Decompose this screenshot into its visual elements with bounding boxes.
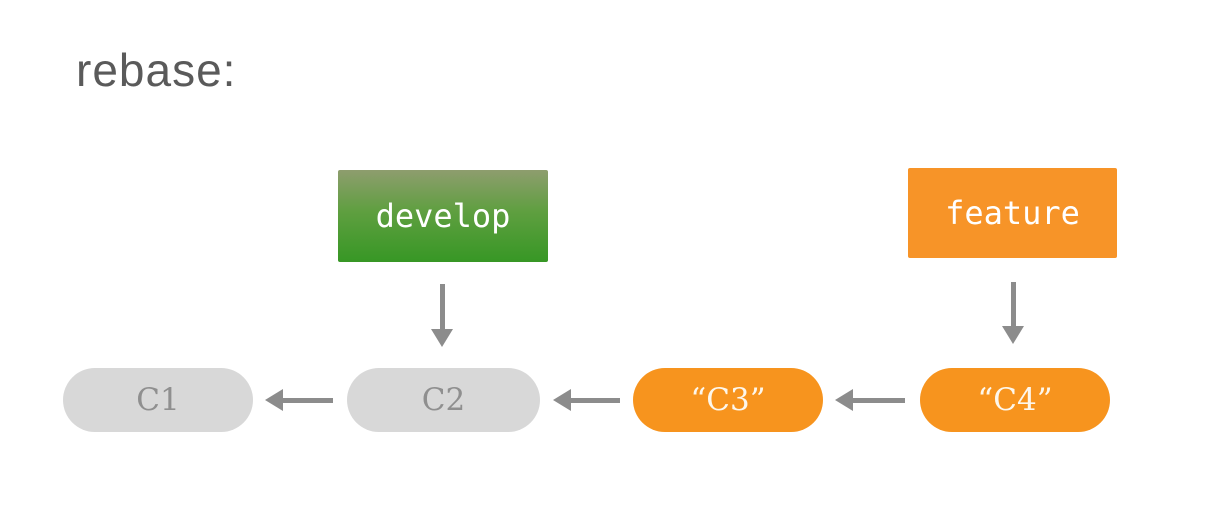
arrow-head-left-icon <box>835 389 853 411</box>
commit-c1-label: C1 <box>136 382 180 418</box>
commit-c4-label: “C4” <box>977 382 1053 418</box>
arrow-shaft <box>439 284 445 331</box>
arrow-shaft <box>280 397 333 403</box>
commit-node-c4: “C4” <box>920 368 1110 432</box>
commit-node-c2: C2 <box>347 368 540 432</box>
arrow-c2-to-c1 <box>265 389 333 411</box>
branch-feature-text: feature <box>945 194 1080 232</box>
branch-label-feature: feature <box>908 168 1117 258</box>
branch-label-develop: develop <box>338 170 548 262</box>
arrow-c4-to-c3 <box>835 389 905 411</box>
arrow-shaft <box>850 397 905 403</box>
arrow-shaft <box>568 397 620 403</box>
arrow-c3-to-c2 <box>553 389 620 411</box>
arrow-feature-to-c4 <box>1002 282 1024 344</box>
branch-develop-text: develop <box>375 197 511 235</box>
arrow-head-left-icon <box>265 389 283 411</box>
commit-node-c1: C1 <box>63 368 253 432</box>
arrow-develop-to-c2 <box>431 284 453 347</box>
commit-node-c3: “C3” <box>633 368 823 432</box>
commit-c3-label: “C3” <box>690 382 766 418</box>
diagram-title: rebase: <box>76 44 237 96</box>
arrow-head-left-icon <box>553 389 571 411</box>
arrow-head-down-icon <box>1002 326 1024 344</box>
arrow-head-down-icon <box>431 329 453 347</box>
commit-c2-label: C2 <box>421 382 466 418</box>
arrow-shaft <box>1010 282 1016 328</box>
